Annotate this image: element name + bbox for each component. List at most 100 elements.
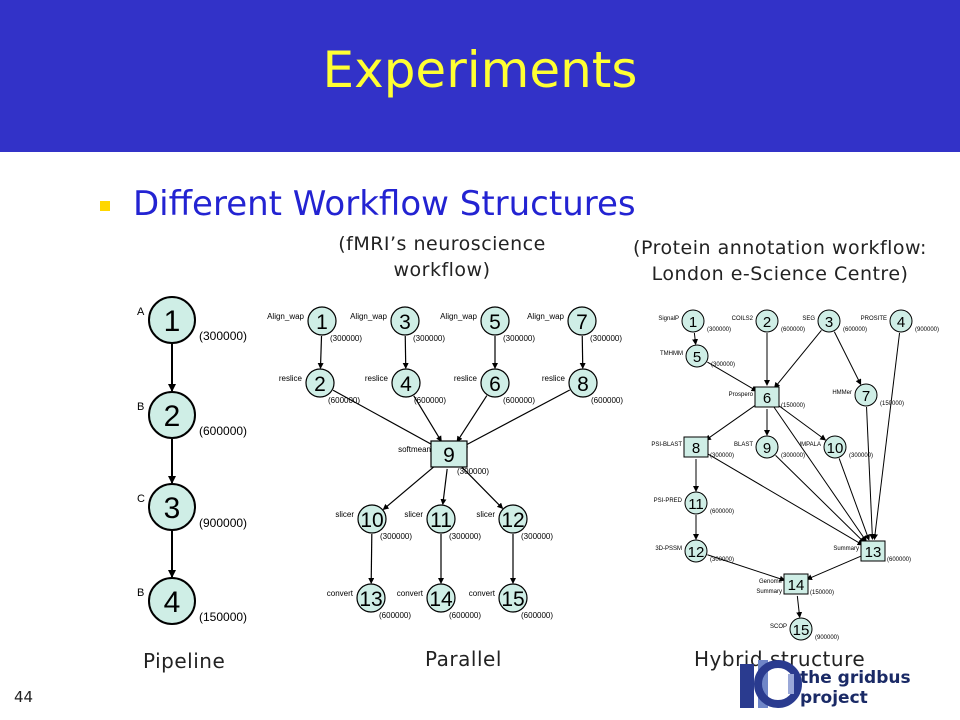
hybrid-node-id: 1	[689, 314, 697, 331]
parallel-node-size: (600000)	[503, 396, 535, 405]
hybrid-node-size: (300000)	[849, 453, 873, 459]
hybrid-node-id: 6	[763, 390, 771, 407]
hybrid-node-size: (300000)	[711, 362, 735, 368]
hybrid-edge	[706, 452, 864, 546]
parallel-edge	[402, 335, 409, 370]
parallel-node-name: Align_wap	[267, 312, 304, 321]
hybrid-node-name: TMHMM	[660, 351, 683, 357]
hybrid-node-15	[789, 617, 813, 641]
pipeline-node-size: (150000)	[199, 610, 247, 624]
parallel-node-1	[307, 306, 337, 336]
pipeline-node-id: 1	[164, 305, 181, 338]
hybrid-node-id: 10	[827, 440, 844, 457]
parallel-node-id: 11	[430, 509, 452, 532]
parallel-node-size: (600000)	[591, 396, 623, 405]
bullet-heading: Different Workflow Structures	[133, 184, 636, 224]
hybrid-node-id: 13	[865, 544, 882, 561]
parallel-node-size: (600000)	[328, 396, 360, 405]
parallel-node-4	[391, 368, 421, 398]
pipeline-node-4	[148, 577, 196, 625]
hybrid-edge	[796, 595, 803, 619]
parallel-node-id: 9	[443, 444, 455, 467]
parallel-node-name: reslice	[454, 374, 478, 383]
parallel-node-10	[357, 504, 387, 534]
hybrid-node-12	[684, 539, 708, 563]
parallel-node-6	[480, 368, 510, 398]
hybrid-edge	[872, 332, 901, 541]
parallel-node-size: (300000)	[521, 532, 553, 541]
parallel-node-size: (600000)	[379, 611, 411, 620]
parallel-node-12	[498, 504, 528, 534]
parallel-edge	[413, 395, 442, 443]
pipeline-node-size: (300000)	[199, 329, 247, 343]
protein-caption-line2: London e-Science Centre)	[651, 263, 909, 285]
fmri-caption-line1: (fMRI’s neuroscience	[338, 233, 546, 255]
parallel-edge	[579, 335, 586, 370]
fmri-caption-line2: workflow)	[393, 259, 491, 281]
hybrid-node-name: Summary	[756, 589, 782, 595]
parallel-node-name: softmean	[398, 445, 431, 454]
hybrid-node-size: (300000)	[707, 327, 731, 333]
parallel-node-size: (300000)	[330, 334, 362, 343]
hybrid-edge	[773, 406, 867, 542]
hybrid-node-id: 9	[763, 440, 771, 457]
hybrid-node-6	[754, 386, 780, 408]
pipeline-node-tag: B	[137, 401, 144, 413]
parallel-node-size: (600000)	[449, 611, 481, 620]
parallel-node-size: (300000)	[590, 334, 622, 343]
parallel-edge	[317, 335, 324, 370]
parallel-node-id: 2	[314, 373, 326, 396]
hybrid-node-id: 14	[788, 577, 805, 594]
hybrid-node-id: 15	[793, 622, 810, 639]
hybrid-node-size: (600000)	[887, 557, 911, 563]
parallel-node-name: convert	[397, 589, 424, 598]
hybrid-node-size: (600000)	[710, 509, 734, 515]
protein-caption: (Protein annotation workflow: London e-S…	[590, 235, 960, 287]
pipeline-node-id: 4	[164, 586, 181, 619]
hybrid-node-1	[681, 309, 705, 333]
hybrid-node-size: (600000)	[781, 327, 805, 333]
hybrid-node-3	[817, 309, 841, 333]
title-banner	[0, 0, 960, 152]
bullet-square-icon	[100, 201, 110, 211]
hybrid-edge	[838, 458, 870, 541]
parallel-node-name: convert	[469, 589, 496, 598]
parallel-node-size: (300000)	[380, 532, 412, 541]
parallel-node-id: 1	[316, 311, 328, 334]
parallel-label: Parallel	[425, 647, 502, 671]
hybrid-edge	[833, 331, 862, 386]
parallel-node-id: 3	[399, 311, 411, 334]
hybrid-node-name: SEG	[802, 316, 815, 322]
hybrid-edge	[776, 403, 827, 441]
parallel-node-id: 6	[489, 373, 501, 396]
hybrid-node-size: (150000)	[810, 590, 834, 596]
hybrid-node-size: (150000)	[880, 401, 904, 407]
hybrid-edge	[692, 332, 699, 346]
hybrid-node-name: COILS2	[732, 316, 754, 322]
pipeline-node-tag: B	[137, 587, 144, 599]
page-number: 44	[14, 688, 34, 706]
pipeline-node-2	[148, 391, 196, 439]
fmri-caption: (fMRI’s neuroscience workflow)	[300, 231, 584, 283]
gridbus-logo-icon	[740, 660, 802, 708]
hybrid-node-name: Prospero	[729, 392, 754, 398]
hybrid-node-9	[755, 435, 779, 459]
parallel-node-name: reslice	[365, 374, 389, 383]
parallel-node-9	[430, 440, 468, 468]
parallel-node-name: slicer	[335, 510, 354, 519]
parallel-node-id: 5	[489, 311, 501, 334]
pipeline-node-tag: A	[137, 306, 145, 318]
hybrid-node-name: BLAST	[734, 442, 753, 448]
hybrid-node-name: PROSITE	[861, 316, 887, 322]
hybrid-node-id: 4	[897, 314, 905, 331]
parallel-node-id: 12	[501, 509, 524, 532]
hybrid-node-name: SignalP	[658, 316, 679, 322]
hybrid-node-5	[685, 344, 709, 368]
parallel-node-id: 4	[400, 373, 412, 396]
pipeline-node-size: (900000)	[199, 516, 247, 530]
hybrid-edge	[773, 329, 822, 389]
parallel-node-7	[567, 306, 597, 336]
hybrid-node-id: 7	[862, 388, 870, 405]
parallel-edge	[382, 463, 438, 510]
